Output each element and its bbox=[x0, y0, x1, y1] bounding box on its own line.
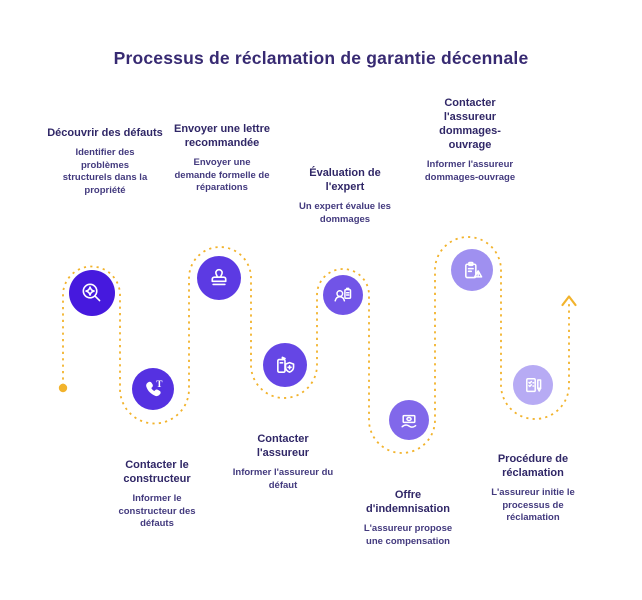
magnifier-sparkle-icon bbox=[82, 283, 101, 302]
step-3-description: Envoyer une demande formelle de réparati… bbox=[174, 157, 270, 194]
step-1-description: Identifier des problèmes structurels dan… bbox=[62, 147, 148, 196]
path-end-arrow-icon bbox=[561, 295, 577, 307]
step-7-node bbox=[451, 249, 493, 291]
money-hand-icon bbox=[401, 414, 417, 428]
stamp-icon bbox=[211, 268, 227, 286]
step-4-label: Contacter l'assureur bbox=[256, 433, 310, 460]
step-1-text: Découvrir des défauts Identifier des pro… bbox=[45, 126, 165, 197]
step-5-node bbox=[323, 275, 363, 315]
clipboard-warning-icon bbox=[464, 261, 482, 278]
step-6-node bbox=[389, 400, 429, 440]
serpentine-dashed-line bbox=[62, 236, 570, 454]
svg-text:T: T bbox=[156, 380, 163, 390]
step-8-text: Procédure de réclamation L'assureur init… bbox=[477, 452, 589, 525]
step-8-description: L'assureur initie le processus de réclam… bbox=[491, 487, 575, 524]
step-5-text: Évaluation de l'expert Un expert évalue … bbox=[293, 166, 397, 226]
expert-clipboard-icon bbox=[334, 287, 352, 302]
step-3-text: Envoyer une lettre recommandée Envoyer u… bbox=[166, 122, 278, 195]
step-5-description: Un expert évalue les dommages bbox=[299, 201, 391, 225]
step-4-node bbox=[263, 343, 307, 387]
step-6-text: Offre d'indemnisation L'assureur propose… bbox=[350, 488, 466, 548]
step-7-text: Contacter l'assureur dommages-ouvrage In… bbox=[420, 96, 520, 184]
step-6-label: Offre d'indemnisation bbox=[366, 489, 450, 516]
step-2-label: Contacter le constructeur bbox=[123, 459, 191, 486]
document-pen-icon bbox=[526, 378, 542, 393]
phone-icon: T bbox=[145, 380, 163, 396]
page-title: Processus de réclamation de garantie déc… bbox=[113, 48, 529, 68]
step-2-description: Informer le constructeur des défauts bbox=[118, 493, 196, 530]
step-8-label: Procédure de réclamation bbox=[497, 453, 569, 480]
step-3-label: Envoyer une lettre recommandée bbox=[174, 123, 270, 150]
step-4-text: Contacter l'assureur Informer l'assureur… bbox=[228, 432, 338, 492]
step-1-node bbox=[69, 270, 115, 316]
path-start-dot bbox=[58, 383, 68, 393]
step-8-node bbox=[513, 365, 553, 405]
step-6-description: L'assureur propose une compensation bbox=[363, 523, 453, 547]
device-shield-icon bbox=[277, 356, 295, 373]
step-4-description: Informer l'assureur du défaut bbox=[232, 467, 334, 491]
step-2-text: Contacter le constructeur Informer le co… bbox=[102, 458, 212, 531]
step-7-label: Contacter l'assureur dommages-ouvrage bbox=[439, 97, 501, 152]
step-2-node: T bbox=[132, 368, 174, 410]
step-7-description: Informer l'assureur dommages-ouvrage bbox=[424, 159, 516, 183]
step-3-node bbox=[197, 256, 241, 300]
step-5-label: Évaluation de l'expert bbox=[309, 167, 381, 194]
step-1-label: Découvrir des défauts bbox=[47, 127, 163, 139]
